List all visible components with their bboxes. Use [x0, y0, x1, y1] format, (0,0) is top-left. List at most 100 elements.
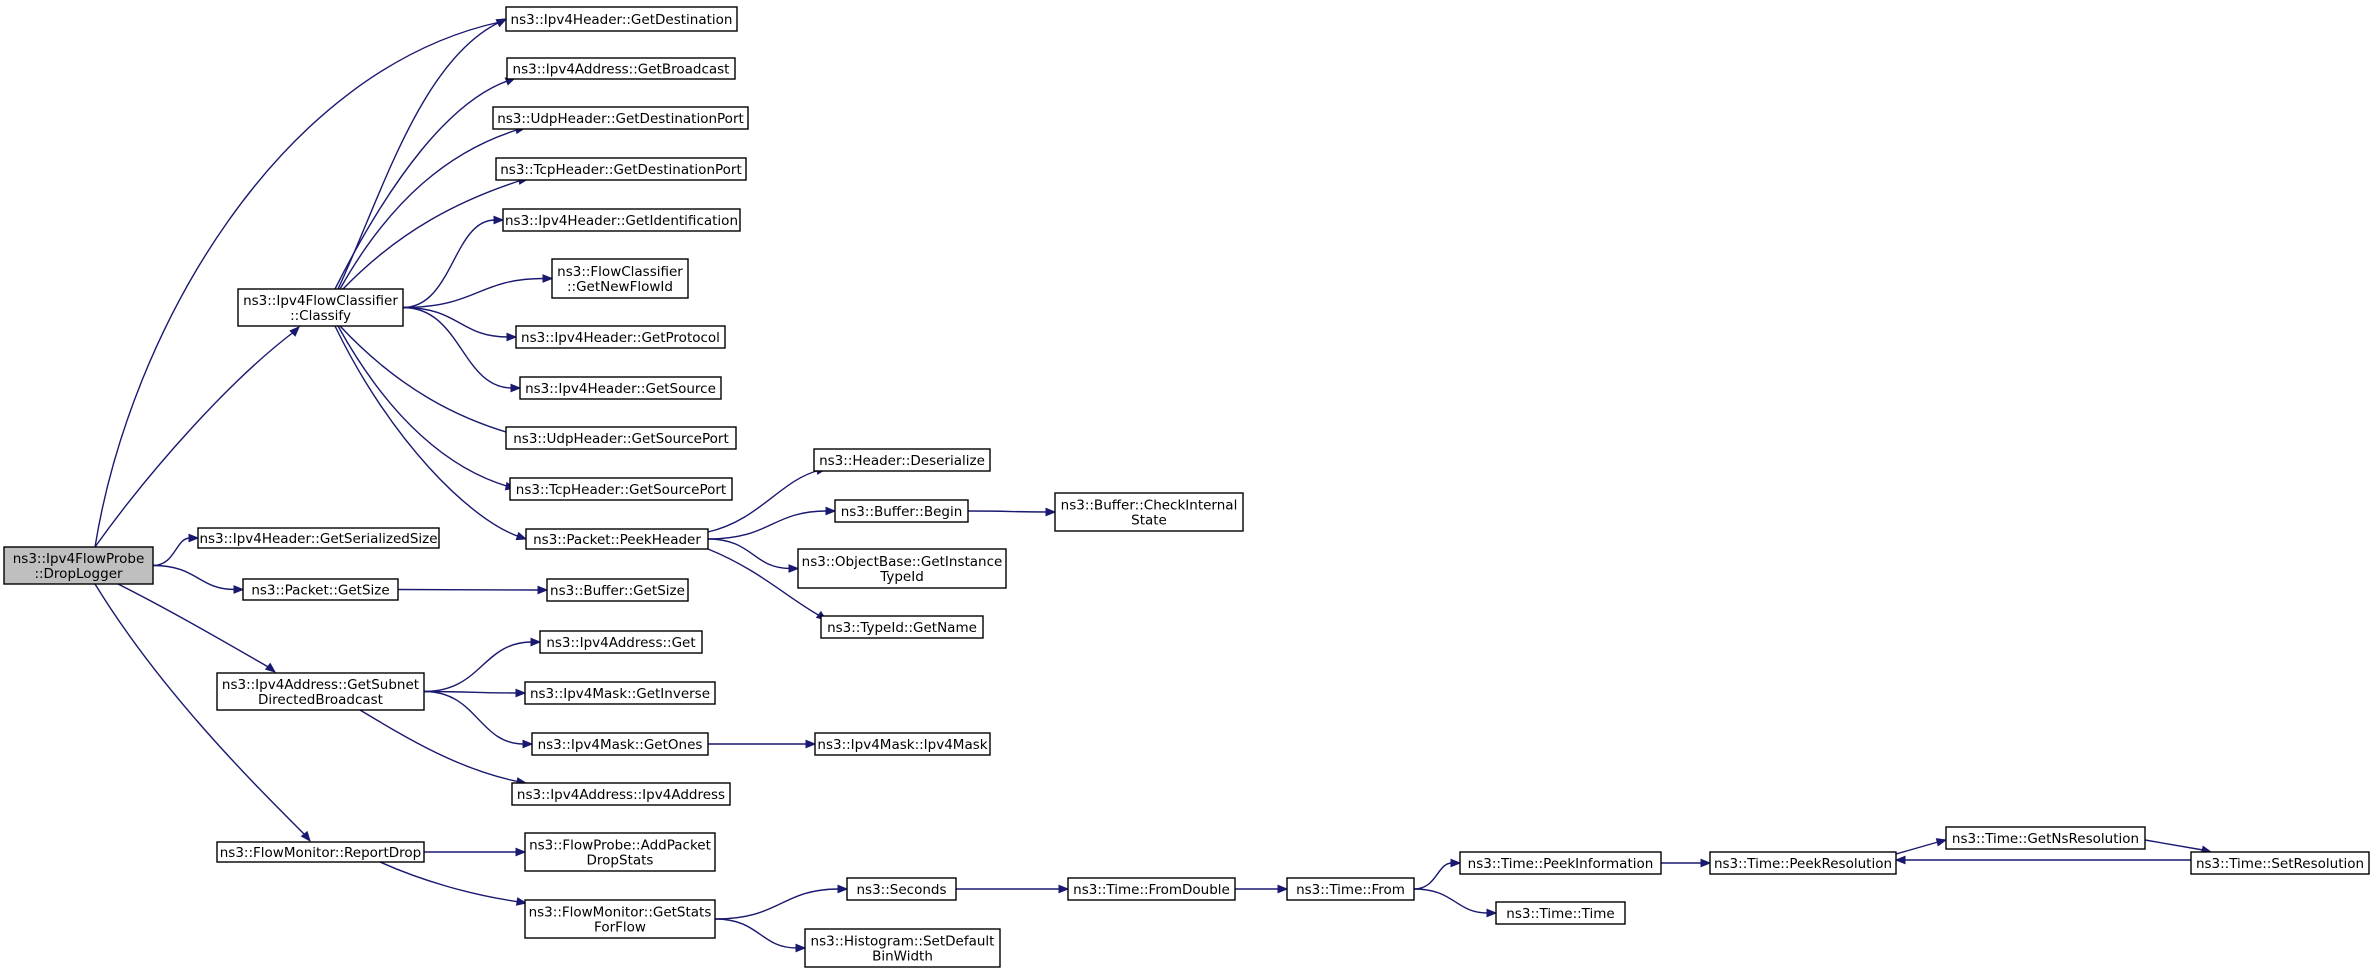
node-buffer-get-size[interactable]: ns3::Buffer::GetSize	[546, 578, 689, 602]
node-box	[834, 499, 969, 523]
node-box	[1286, 877, 1415, 901]
call-graph-edges	[94, 18, 2213, 953]
node-label: TypeId	[879, 569, 924, 585]
node-box	[237, 288, 404, 327]
node-box	[506, 57, 736, 80]
node-box	[216, 672, 425, 711]
node-udp-get-source-port[interactable]: ns3::UdpHeader::GetSourcePort	[505, 426, 737, 450]
node-ipv4header-get-identification[interactable]: ns3::Ipv4Header::GetIdentification	[502, 208, 741, 232]
node-tcp-get-destination-port[interactable]: ns3::TcpHeader::GetDestinationPort	[495, 157, 747, 181]
arrowhead-root-to-get-subnet-directed-broadcast	[264, 662, 277, 673]
node-ipv4mask-get-inverse[interactable]: ns3::Ipv4Mask::GetInverse	[524, 681, 716, 705]
node-time-ctor[interactable]: ns3::Time::Time	[1495, 901, 1626, 925]
node-label: ns3::Ipv4Address::GetSubnet	[222, 677, 419, 693]
arrowhead-root-to-classify	[289, 326, 300, 337]
edge-buffer-begin-to-buffer-check-internal-state	[967, 510, 1048, 513]
arrowhead-get-subnet-directed-broadcast-to-ipv4mask-get-inverse	[515, 688, 527, 698]
edge-report-drop-to-flowmonitor-get-stats-for-flow	[379, 861, 521, 903]
node-label: ns3::FlowMonitor::GetStats	[529, 905, 712, 921]
node-time-get-ns-resolution[interactable]: ns3::Time::GetNsResolution	[1945, 826, 2146, 850]
edge-classify-to-ipv4header-get-identification	[402, 219, 496, 309]
node-time-peek-information[interactable]: ns3::Time::PeekInformation	[1459, 851, 1662, 875]
node-tcp-get-source-port[interactable]: ns3::TcpHeader::GetSourcePort	[509, 477, 733, 501]
arrowhead-time-peek-resolution-to-time-get-ns-resolution	[1935, 838, 1948, 847]
arrowhead-time-set-resolution-to-time-peek-resolution	[1894, 855, 1906, 865]
node-label: ns3::Ipv4Mask::Ipv4Mask	[817, 737, 987, 753]
node-ipv4mask-get-ones[interactable]: ns3::Ipv4Mask::GetOnes	[531, 732, 709, 756]
node-header-deserialize[interactable]: ns3::Header::Deserialize	[813, 448, 991, 472]
node-ipv4address-ctor[interactable]: ns3::Ipv4Address::Ipv4Address	[511, 782, 731, 806]
node-ipv4address-get[interactable]: ns3::Ipv4Address::Get	[539, 630, 703, 654]
edge-packet-peek-header-to-objectbase-get-instance-typeid	[707, 538, 791, 570]
node-label: ns3::Time::SetResolution	[2196, 856, 2364, 872]
node-time-from-double[interactable]: ns3::Time::FromDouble	[1067, 877, 1236, 901]
node-box	[546, 578, 689, 602]
node-time-peek-resolution[interactable]: ns3::Time::PeekResolution	[1709, 851, 1897, 875]
edge-get-subnet-directed-broadcast-to-ipv4mask-get-ones	[423, 690, 525, 745]
node-box	[1709, 851, 1897, 875]
node-box	[525, 528, 709, 550]
arrowhead-classify-to-flowclassifier-get-new-flow-id	[542, 274, 554, 283]
node-classify[interactable]: ns3::Ipv4FlowClassifier::Classify	[237, 288, 404, 327]
node-flowclassifier-get-new-flow-id[interactable]: ns3::FlowClassifier::GetNewFlowId	[551, 258, 689, 299]
edge-root-to-packet-get-size	[152, 564, 236, 591]
node-root[interactable]: ns3::Ipv4FlowProbe::DropLogger	[3, 546, 154, 585]
arrowhead-report-drop-to-flowmonitor-get-stats-for-flow	[515, 897, 528, 906]
node-time-from[interactable]: ns3::Time::From	[1286, 877, 1415, 901]
node-label: ns3::Time::From	[1296, 882, 1405, 898]
node-packet-peek-header[interactable]: ns3::Packet::PeekHeader	[525, 528, 709, 550]
arrowhead-classify-to-ipv4header-get-identification	[493, 215, 505, 225]
edge-get-subnet-directed-broadcast-to-ipv4address-ctor	[359, 709, 521, 783]
node-label: ns3::Time::GetNsResolution	[1952, 831, 2139, 847]
node-get-serialized-size[interactable]: ns3::Ipv4Header::GetSerializedSize	[197, 527, 440, 549]
node-box	[814, 732, 991, 756]
node-ipv4header-get-source[interactable]: ns3::Ipv4Header::GetSource	[519, 376, 722, 400]
node-udp-get-destination-port[interactable]: ns3::UdpHeader::GetDestinationPort	[492, 106, 749, 130]
node-label: ns3::Ipv4Address::GetBroadcast	[513, 62, 730, 78]
edge-get-subnet-directed-broadcast-to-ipv4address-get	[423, 641, 533, 693]
node-seconds[interactable]: ns3::Seconds	[846, 877, 957, 901]
edge-flowmonitor-get-stats-for-flow-to-histogram-set-default-bin-width	[714, 918, 798, 949]
node-label: ns3::Ipv4Header::GetSerializedSize	[199, 531, 437, 547]
node-label: ns3::ObjectBase::GetInstance	[802, 554, 1003, 570]
node-ipv4header-get-destination[interactable]: ns3::Ipv4Header::GetDestination	[505, 6, 738, 32]
edge-time-from-to-time-peek-information	[1413, 862, 1453, 890]
arrowhead-flowmonitor-get-stats-for-flow-to-histogram-set-default-bin-width	[795, 943, 807, 953]
node-box	[1945, 826, 2146, 850]
node-typeid-get-name[interactable]: ns3::TypeId::GetName	[820, 615, 984, 639]
node-box	[509, 477, 733, 501]
node-ipv4address-get-broadcast[interactable]: ns3::Ipv4Address::GetBroadcast	[506, 57, 736, 80]
node-packet-get-size[interactable]: ns3::Packet::GetSize	[242, 578, 399, 601]
node-report-drop[interactable]: ns3::FlowMonitor::ReportDrop	[216, 841, 425, 863]
node-time-set-resolution[interactable]: ns3::Time::SetResolution	[2190, 851, 2370, 875]
edge-classify-to-ipv4header-get-destination	[337, 21, 501, 290]
node-ipv4header-get-protocol[interactable]: ns3::Ipv4Header::GetProtocol	[515, 325, 726, 349]
node-box	[3, 546, 154, 585]
edge-classify-to-tcp-get-destination-port	[342, 179, 523, 290]
node-label: ns3::Ipv4Address::Ipv4Address	[517, 787, 725, 803]
arrowhead-time-from-to-time-ctor	[1486, 908, 1498, 918]
node-label: ns3::TypeId::GetName	[827, 620, 977, 636]
node-get-subnet-directed-broadcast[interactable]: ns3::Ipv4Address::GetSubnetDirectedBroad…	[216, 672, 425, 711]
node-box	[804, 928, 1001, 968]
edge-flowmonitor-get-stats-for-flow-to-seconds	[714, 888, 840, 920]
arrowhead-root-to-get-serialized-size	[188, 533, 200, 543]
node-ipv4mask-ctor[interactable]: ns3::Ipv4Mask::Ipv4Mask	[814, 732, 991, 756]
edge-classify-to-ipv4header-get-protocol	[402, 306, 509, 338]
call-graph-nodes: ns3::Ipv4FlowProbe::DropLogger ns3::Ipv4F…	[3, 6, 2370, 968]
node-label: ns3::Time::PeekResolution	[1714, 856, 1892, 872]
node-box	[531, 732, 709, 756]
node-box	[197, 527, 440, 549]
node-buffer-begin[interactable]: ns3::Buffer::Begin	[834, 499, 969, 523]
node-box	[505, 426, 737, 450]
node-label: ns3::UdpHeader::GetSourcePort	[513, 431, 729, 447]
node-label: ns3::Buffer::Begin	[841, 504, 963, 520]
node-label: ns3::Buffer::GetSize	[550, 583, 685, 599]
node-label: ns3::FlowClassifier	[557, 264, 683, 280]
